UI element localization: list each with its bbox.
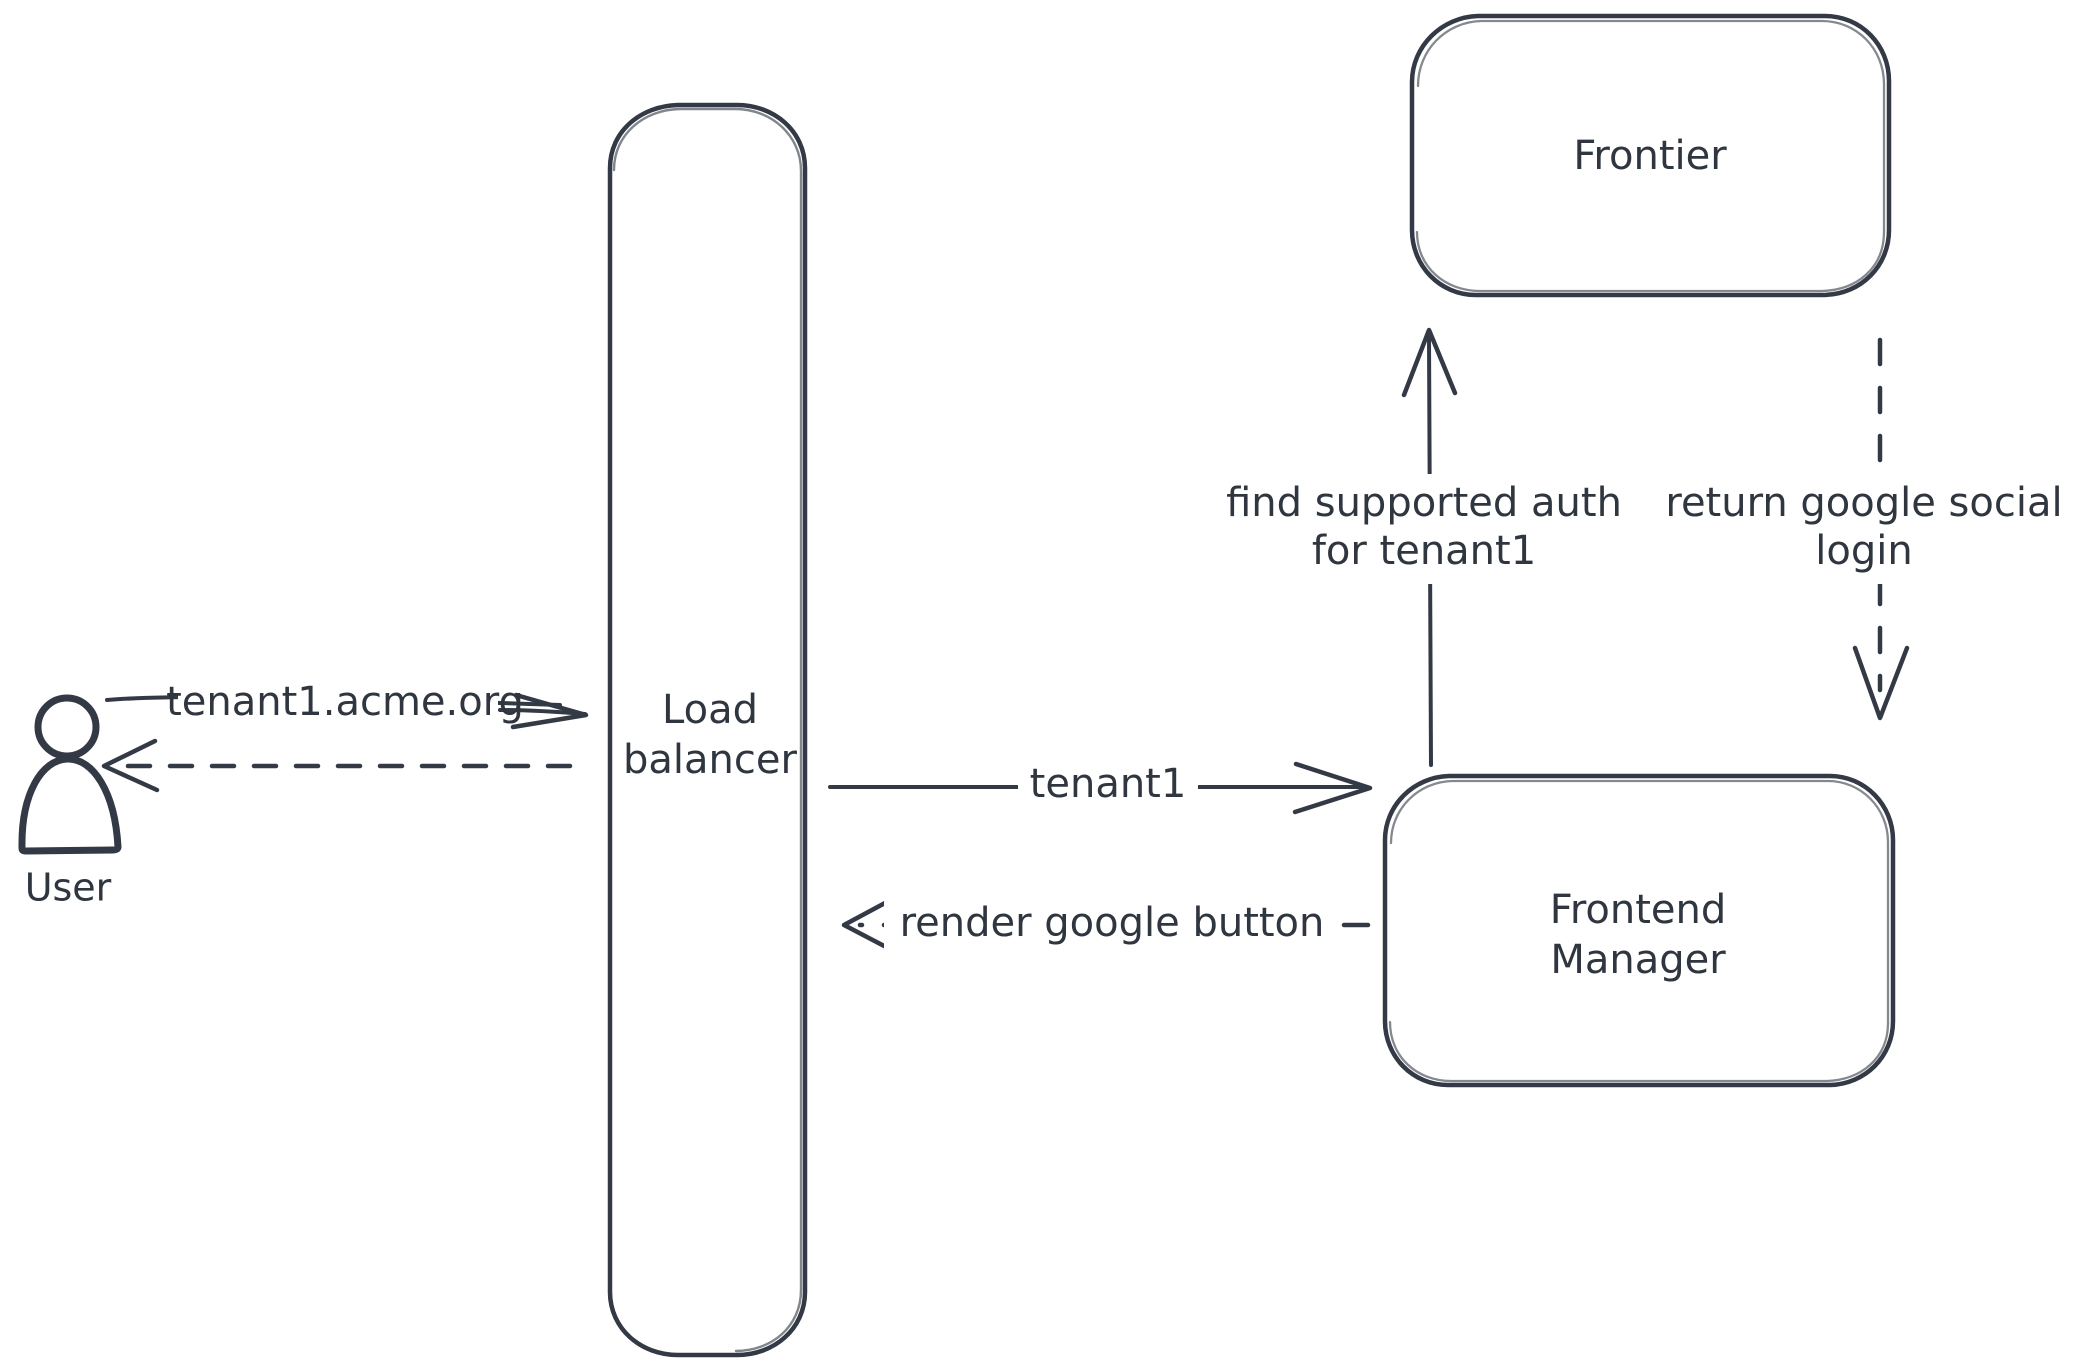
edge-6-label-line-2: login [1815,528,1912,574]
frontier-node[interactable]: Frontier [1409,13,1892,298]
edge-3-label-backing [1018,760,1198,814]
frontend-manager-shape [1382,773,1896,1088]
person-body-icon [18,755,122,855]
edge-3-arrowhead [1292,761,1373,815]
edge-1-arrowhead [510,692,589,730]
edge-4-label-backing [884,898,1336,954]
edge-1-label: tenant1.acme.org [166,679,524,725]
edge-frontend-manager-to-frontier[interactable]: find supported auth for tenant1 [1216,327,1632,767]
user-actor-label: User [25,866,112,910]
edge-5-label-line-1: find supported auth [1226,480,1622,526]
edge-1-label-backing [178,676,498,732]
load-balancer-label-line-2: balancer [623,737,797,783]
frontend-manager-node[interactable]: Frontend Manager [1382,773,1896,1088]
edge-5-label-line-2: for tenant1 [1312,528,1536,574]
edge-6-label-line-1: return google social [1665,480,2062,526]
edge-6-label-backing [1652,474,2072,584]
edge-5-label-backing [1216,474,1632,584]
load-balancer-shape-secondary [612,107,803,1353]
frontend-manager-label-line-1: Frontend [1550,887,1727,933]
edge-4-arrowhead [841,900,891,951]
user-actor[interactable]: User [18,694,122,910]
person-head-icon [34,694,100,760]
edge-6-arrowhead [1852,645,1910,721]
edge-3-label: tenant1 [1030,761,1187,807]
frontend-manager-label-line-2: Manager [1550,937,1726,983]
load-balancer-label-line-1: Load [662,687,758,733]
frontend-manager-shape-secondary [1388,779,1890,1083]
frontier-shape [1409,13,1892,298]
load-balancer-shape [607,102,808,1358]
edge-frontend-manager-to-load-balancer[interactable]: render google button [841,898,1371,954]
edge-load-balancer-to-user[interactable] [101,738,573,793]
frontier-label: Frontier [1573,133,1727,179]
edge-4-label: render google button [900,900,1325,946]
frontier-shape-secondary [1415,19,1886,293]
edge-5-arrowhead [1401,327,1458,398]
edge-2-arrowhead [101,738,160,793]
edge-frontier-to-frontend-manager[interactable]: return google social login [1652,337,2072,721]
edge-user-to-load-balancer[interactable]: tenant1.acme.org [105,676,589,732]
edge-load-balancer-to-frontend-manager[interactable]: tenant1 [828,760,1373,815]
load-balancer-node[interactable]: Load balancer [607,102,808,1358]
